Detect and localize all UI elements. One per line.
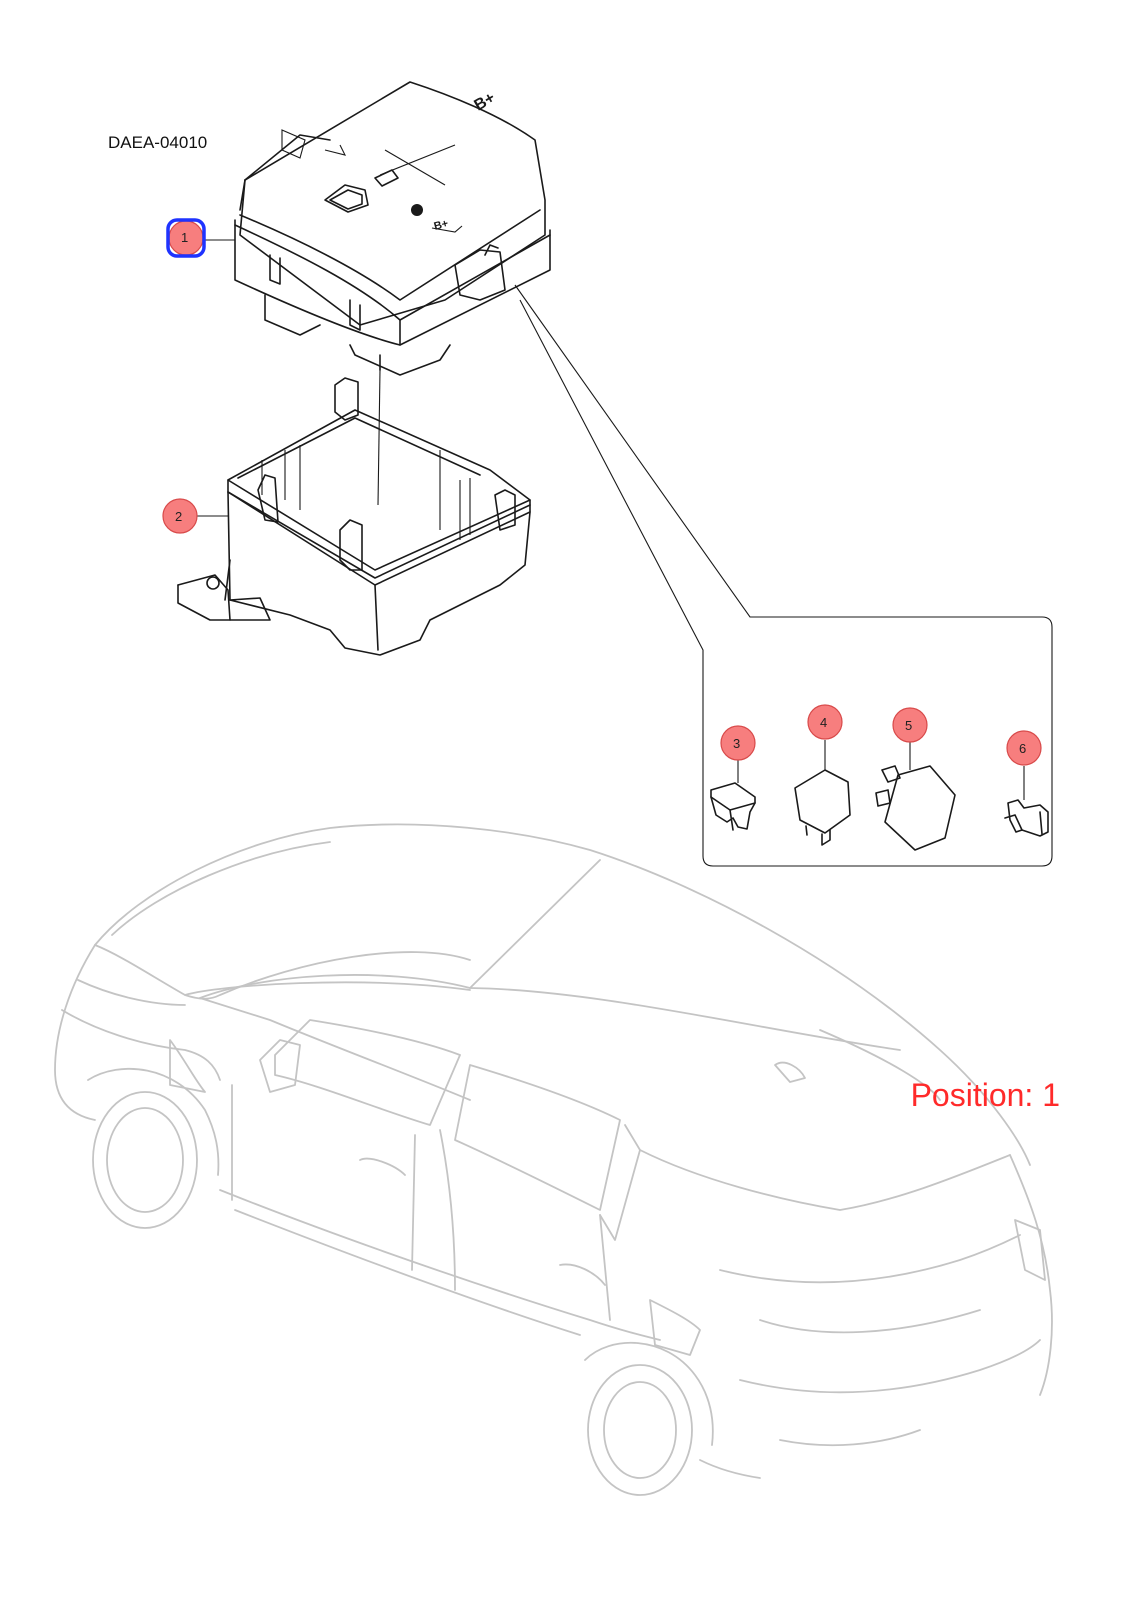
assembly-guide-line bbox=[377, 369, 381, 506]
detail-inset bbox=[514, 284, 1053, 867]
svg-text:4: 4 bbox=[820, 715, 827, 730]
fuse-box-lower-housing-part[interactable] bbox=[177, 377, 531, 656]
b-plus-side-marking: B+ bbox=[433, 218, 450, 233]
svg-text:3: 3 bbox=[733, 736, 740, 751]
callout-5[interactable]: 5 bbox=[892, 707, 928, 743]
b-plus-top-marking: B+ bbox=[472, 89, 499, 114]
callout-1[interactable]: 1 bbox=[166, 218, 235, 258]
selection-highlight bbox=[166, 218, 206, 258]
callout-4[interactable]: 4 bbox=[807, 704, 843, 740]
micro-relay-part[interactable] bbox=[794, 740, 851, 846]
diagram-code: DAEA-04010 bbox=[108, 133, 208, 152]
relay-part[interactable] bbox=[875, 742, 956, 851]
small-fuse-part[interactable] bbox=[1004, 766, 1049, 837]
callout-6[interactable]: 6 bbox=[1006, 730, 1042, 766]
fuse-box-cover-part[interactable]: B+ B+ bbox=[234, 81, 551, 376]
callout-3[interactable]: 3 bbox=[720, 725, 756, 761]
vehicle-outline bbox=[54, 823, 1053, 1496]
svg-text:1: 1 bbox=[181, 230, 188, 245]
callout-2[interactable]: 2 bbox=[162, 498, 228, 534]
svg-text:5: 5 bbox=[905, 718, 912, 733]
position-label: Position: 1 bbox=[910, 1077, 1060, 1113]
svg-text:2: 2 bbox=[175, 509, 182, 524]
mini-fuse-part[interactable] bbox=[710, 760, 756, 831]
svg-text:6: 6 bbox=[1019, 741, 1026, 756]
